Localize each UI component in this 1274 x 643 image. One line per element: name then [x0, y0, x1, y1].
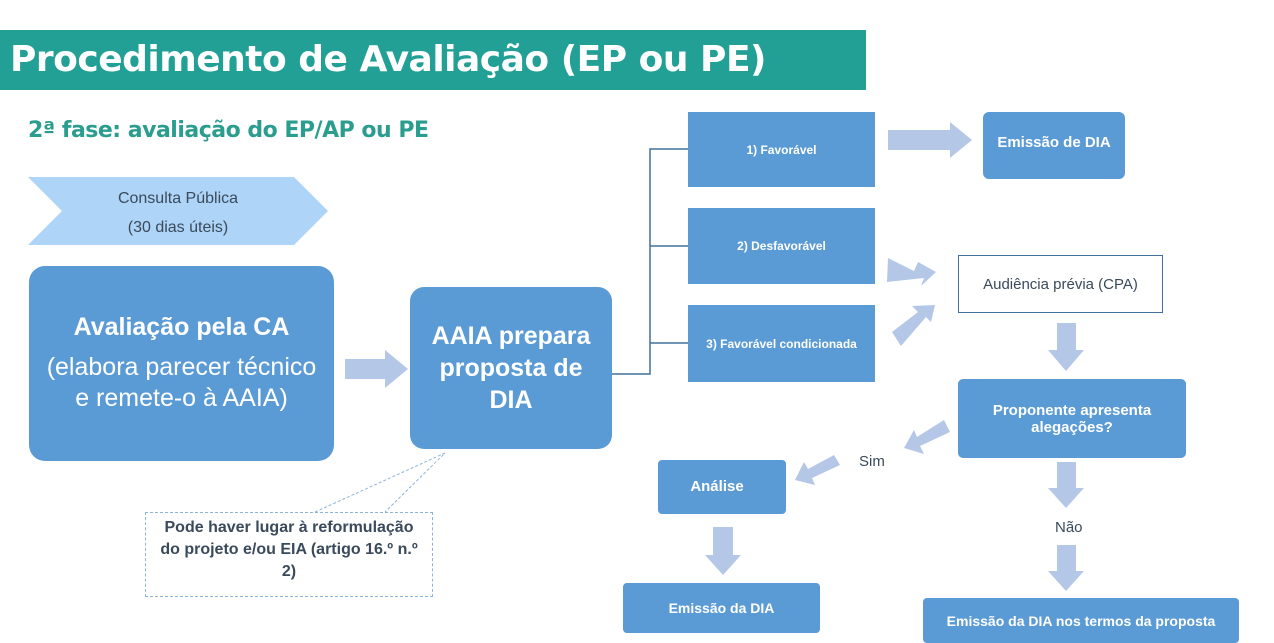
phase-subtitle: 2ª fase: avaliação do EP/AP ou PE — [28, 118, 429, 143]
page-title: Procedimento de Avaliação (EP ou PE) — [0, 30, 866, 90]
consulta-line1: Consulta Pública — [117, 190, 239, 207]
outcome-desfavoravel: 2) Desfavorável — [688, 208, 875, 284]
arrow-condicionada-to-audiencia — [892, 305, 935, 346]
nao-label: Não — [1055, 519, 1083, 536]
arrow-proponente-to-sim — [904, 420, 950, 454]
avaliacao-ca-box: Avaliação pela CA (elabora parecer técni… — [29, 266, 334, 461]
bracket-lines — [612, 148, 688, 375]
analise-label: Análise — [690, 478, 744, 495]
proponente-box: Proponente apresenta alegações? — [958, 379, 1186, 458]
arrow-desfavoravel-to-audiencia — [887, 258, 936, 286]
outcome-favoravel-condicionada: 3) Favorável condicionada — [688, 305, 875, 382]
consulta-line2: (30 dias úteis) — [127, 219, 229, 236]
emissao-da-dia-box: Emissão da DIA — [623, 583, 820, 633]
emissao-de-dia-box: Emissão de DIA — [983, 112, 1125, 179]
arrow-nao-to-emissao-termos — [1048, 545, 1084, 591]
aaia-box: AAIA prepara proposta de DIA — [410, 287, 612, 449]
arrow-sim-to-analise — [795, 455, 840, 485]
consulta-chevron — [28, 177, 328, 245]
consulta-publica-label: Consulta Pública (30 dias úteis) — [28, 184, 328, 242]
callout-pointer — [314, 452, 446, 513]
arrow-ca-to-aaia — [345, 350, 408, 388]
emissao-termos-box: Emissão da DIA nos termos da proposta — [923, 598, 1239, 643]
ca-heading: Avaliação pela CA — [73, 313, 290, 341]
arrow-analise-to-emissao — [705, 527, 741, 575]
arrow-proponente-to-nao — [1048, 462, 1084, 508]
reformulacao-callout: Pode haver lugar à reformulação do proje… — [145, 512, 433, 597]
audiencia-previa-box: Audiência prévia (CPA) — [958, 255, 1163, 313]
analise-box: Análise — [658, 460, 786, 514]
outcome-favoravel: 1) Favorável — [688, 112, 875, 187]
sim-label: Sim — [859, 453, 885, 470]
arrow-audiencia-to-proponente — [1048, 323, 1084, 371]
arrow-favoravel-to-emissao — [888, 122, 972, 158]
ca-body: (elabora parecer técnico e remete-o à AA… — [46, 353, 317, 412]
